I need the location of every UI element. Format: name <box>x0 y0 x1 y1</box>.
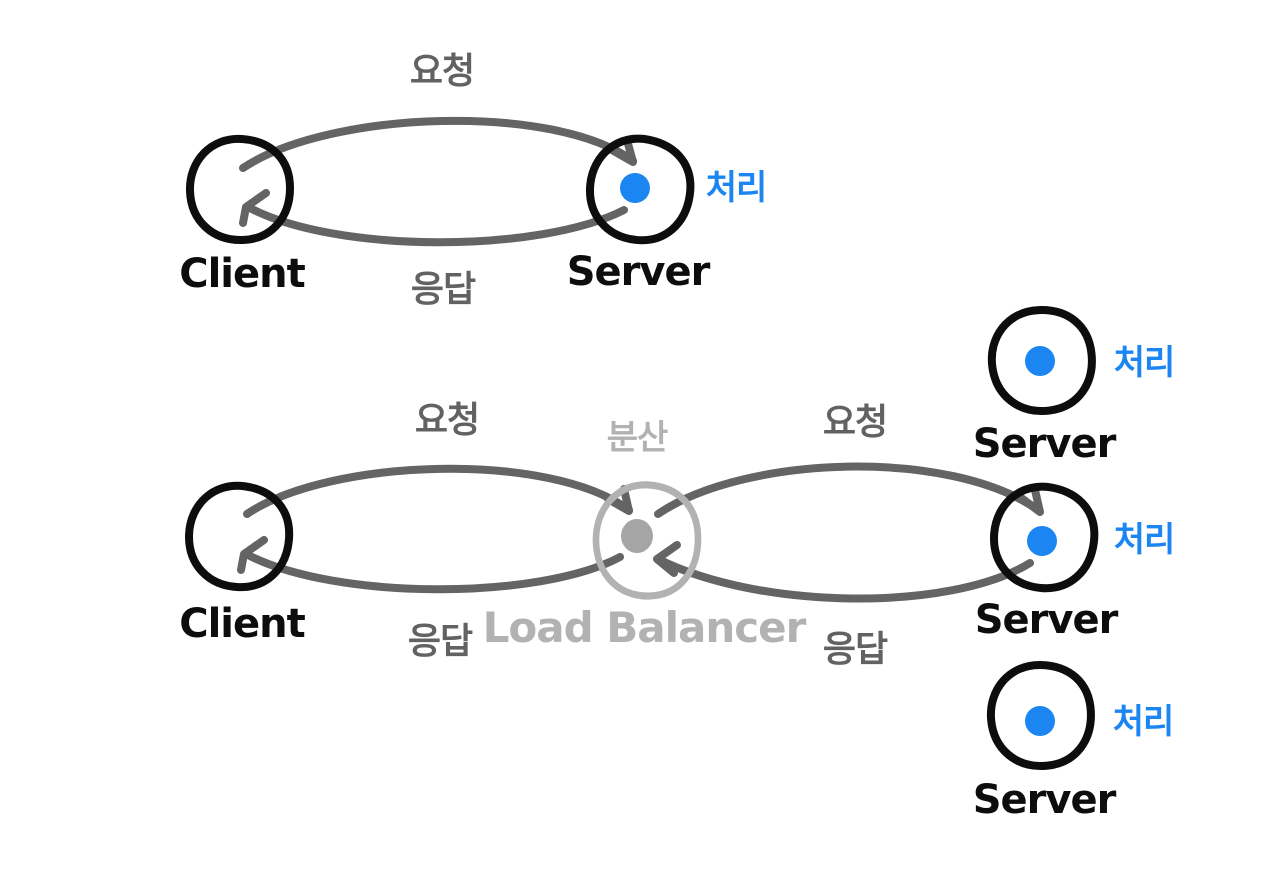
bottom-client-circle <box>186 483 293 591</box>
bottom-request-left-label: 요청 <box>414 400 480 441</box>
top-process-label: 처리 <box>705 168 768 208</box>
top-client-label: Client <box>179 251 306 297</box>
top-response-arrow <box>244 203 628 247</box>
bottom-response-arrow-lb-client <box>242 550 624 594</box>
top-request-label: 요청 <box>409 51 475 92</box>
top-server-label: Server <box>566 249 711 295</box>
server-3-label: Server <box>972 777 1117 823</box>
server-1-process-dot <box>1025 346 1055 376</box>
server-2-label: Server <box>974 597 1119 643</box>
server-2-process-label: 처리 <box>1113 520 1176 560</box>
server-1-label: Server <box>972 421 1117 467</box>
bottom-response-right-label: 응답 <box>822 629 888 670</box>
bottom-response-arrowhead-lb-icon <box>653 541 681 577</box>
bottom-response-arrow-server-lb <box>654 555 1034 603</box>
server-2-process-dot <box>1027 526 1057 556</box>
load-balancer-dot <box>621 519 653 553</box>
top-request-arrowhead-icon <box>608 136 637 166</box>
bottom-response-arrowhead-client-icon <box>237 536 268 574</box>
bottom-request-arrow-client-lb <box>243 464 633 518</box>
distribution-label: 분산 <box>606 418 669 458</box>
bottom-request-arrowhead-server-icon <box>1016 486 1044 516</box>
bottom-request-right-label: 요청 <box>822 402 888 443</box>
top-server-process-dot <box>620 173 650 203</box>
server-3-process-label: 처리 <box>1112 702 1175 742</box>
server-3-process-dot <box>1025 706 1055 736</box>
top-response-label: 응답 <box>410 269 476 310</box>
bottom-response-left-label: 응답 <box>407 621 473 662</box>
bottom-client-label: Client <box>179 601 306 647</box>
load-balancer-label: Load Balancer <box>482 603 807 652</box>
server-1-process-label: 처리 <box>1113 343 1176 383</box>
bottom-request-arrowhead-lb-icon <box>604 485 633 515</box>
bottom-request-arrow-lb-server <box>654 462 1042 518</box>
top-request-arrow <box>239 116 637 172</box>
top-response-arrowhead-icon <box>239 189 270 227</box>
